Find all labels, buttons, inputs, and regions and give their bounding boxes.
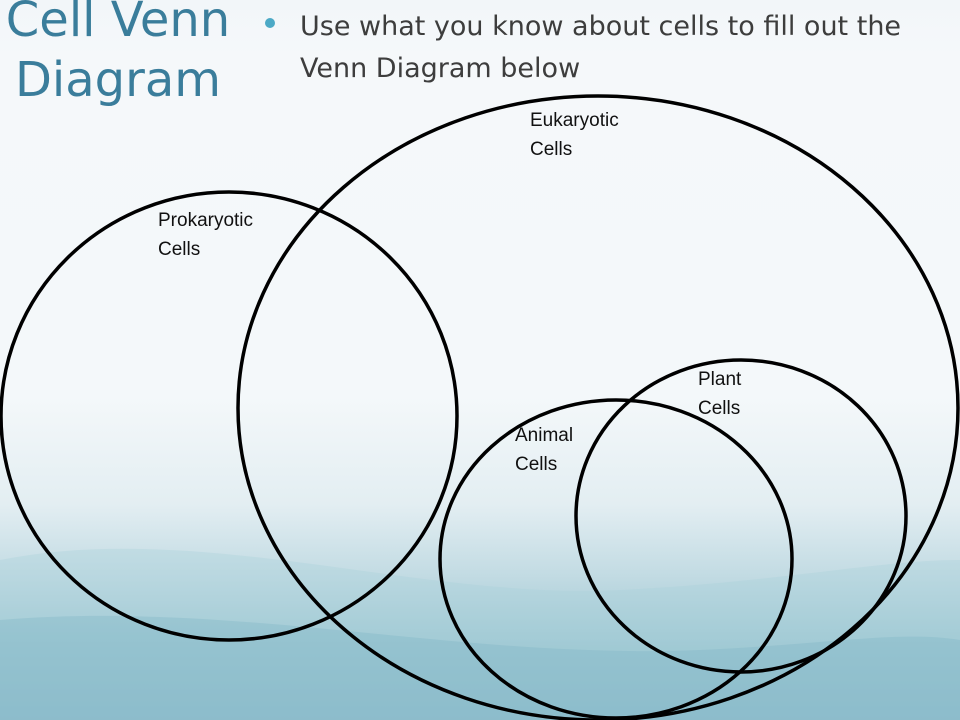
prokaryotic-label-line2: Cells <box>158 239 200 260</box>
eukaryotic-set-circle <box>236 94 960 720</box>
eukaryotic-label-line2: Cells <box>530 139 572 160</box>
prokaryotic-set-circle <box>0 190 459 642</box>
bullet-icon <box>265 18 275 28</box>
eukaryotic-label-line1: Eukaryotic <box>530 110 619 131</box>
plant-set-circle <box>574 358 908 674</box>
plant-label-line2: Cells <box>698 398 740 419</box>
instruction-text: Use what you know about cells to fill ou… <box>300 11 902 84</box>
slide-title: Cell Venn Diagram <box>5 0 231 108</box>
animal-label-line1: Animal <box>515 425 573 446</box>
animal-label-line2: Cells <box>515 454 557 475</box>
animal-set-circle <box>438 398 794 720</box>
plant-label-line1: Plant <box>698 369 742 390</box>
prokaryotic-label-line1: Prokaryotic <box>158 210 253 231</box>
